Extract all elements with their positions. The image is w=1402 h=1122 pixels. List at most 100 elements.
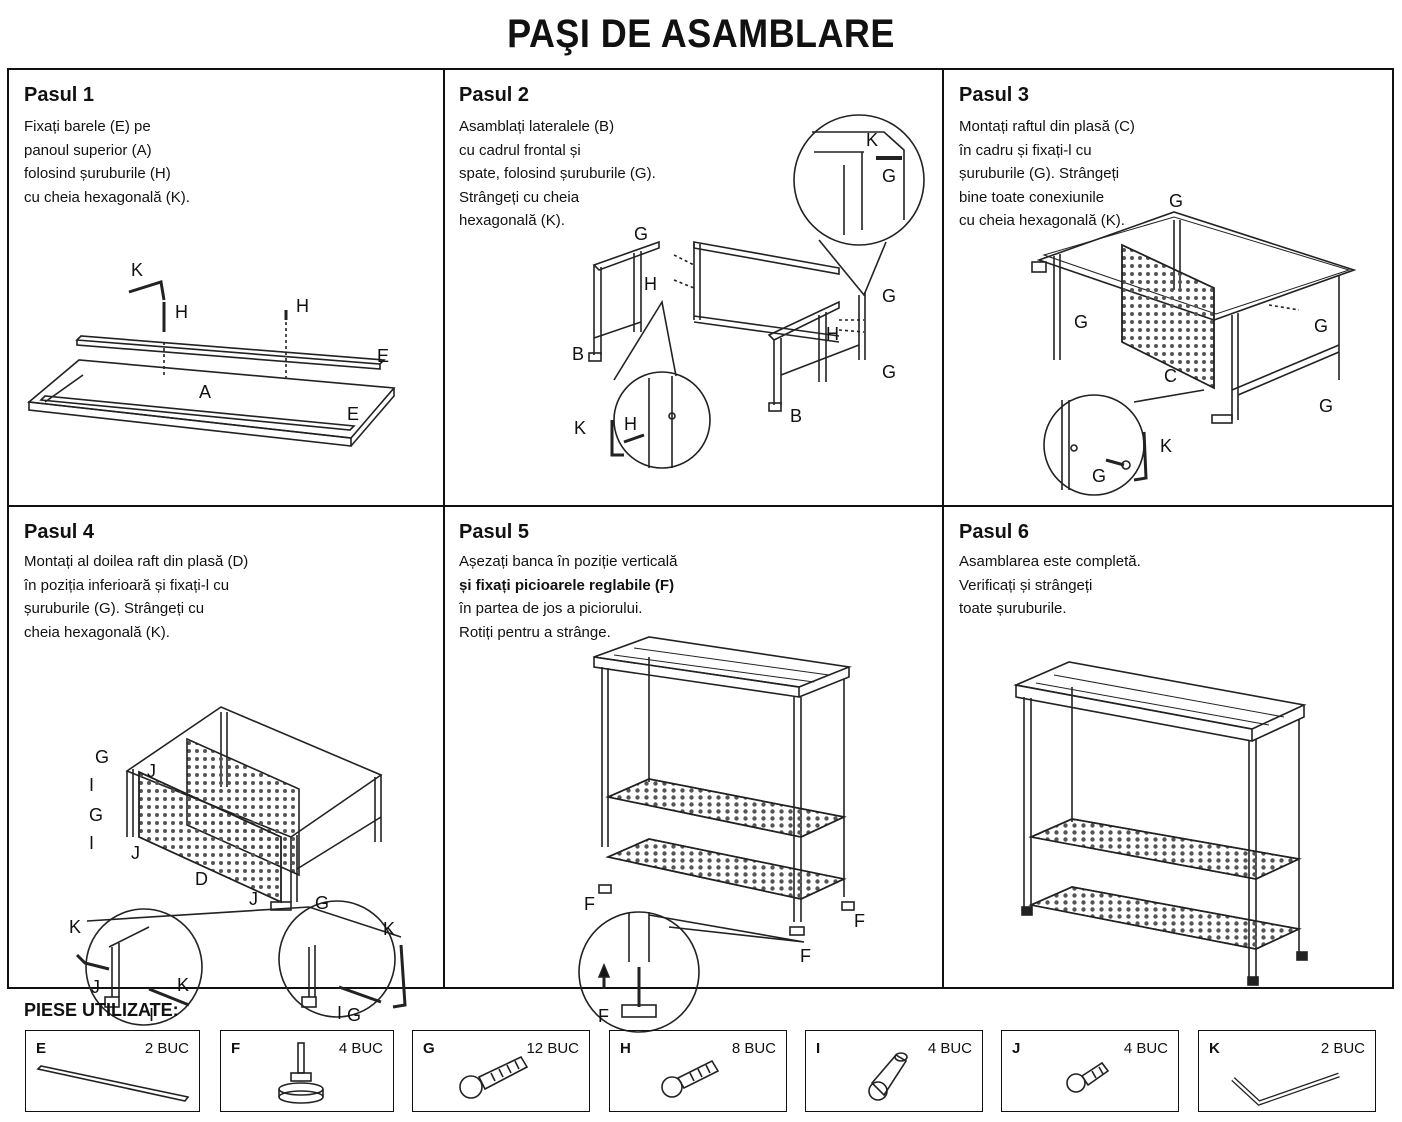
part-f: F 4 BUC: [220, 1030, 394, 1112]
hex-key-icon: [1231, 1072, 1340, 1106]
step-title: Pasul 2: [459, 84, 530, 106]
bar-icon: [36, 1065, 190, 1102]
label: E: [347, 404, 359, 424]
label: K: [1160, 436, 1172, 456]
label: G: [347, 1005, 361, 1025]
step-title: Pasul 5: [459, 521, 530, 543]
step-4: Pasul 4 Montați al doilea raft din plasă…: [9, 507, 444, 1026]
step-2-illustration: K G G H B G H G B K H: [572, 114, 925, 469]
part-g: G 12 BUC: [412, 1030, 590, 1112]
label: K: [69, 917, 81, 937]
label: C: [1164, 366, 1177, 386]
part-e: E 2 BUC: [25, 1030, 200, 1112]
step-2: Pasul 2 Asamblați lateralele (B) cu cadr…: [444, 70, 943, 506]
label: K: [177, 975, 189, 995]
step-text: Montați al doilea raft din plasă (D) în …: [24, 553, 249, 641]
label: F: [854, 911, 865, 931]
part-qty: 2 BUC: [144, 1040, 189, 1057]
label: B: [790, 406, 802, 426]
part-code: K: [1209, 1040, 1220, 1057]
part-h: H 8 BUC: [609, 1030, 787, 1112]
label: G: [1319, 396, 1333, 416]
divider: [443, 70, 445, 987]
divider: [9, 505, 1392, 507]
divider: [942, 70, 944, 987]
step-text: Așezați banca în poziție verticală și fi…: [459, 553, 678, 641]
part-qty: 4 BUC: [927, 1040, 972, 1057]
part-qty: 4 BUC: [1123, 1040, 1168, 1057]
label: J: [91, 977, 100, 997]
step-5: Pasul 5 Așezați banca în poziție vertica…: [444, 507, 943, 1033]
label: A: [199, 382, 211, 402]
label: H: [624, 414, 637, 434]
part-code: E: [36, 1040, 47, 1057]
short-screw-icon: [1066, 1061, 1110, 1093]
step-6-illustration: [1013, 661, 1308, 986]
label: H: [826, 324, 839, 344]
label: J: [249, 889, 258, 909]
label: G: [634, 224, 648, 244]
step-text: Asamblați lateralele (B) cu cadrul front…: [459, 118, 656, 229]
part-code: G: [423, 1040, 435, 1057]
label: G: [882, 362, 896, 382]
step-title: Pasul 6: [959, 521, 1030, 543]
label: G: [882, 286, 896, 306]
step-3: Pasul 3 Montați raftul din plasă (C) în …: [944, 70, 1394, 506]
label: K: [574, 418, 586, 438]
part-code: I: [816, 1040, 821, 1057]
label: H: [296, 296, 309, 316]
step-title: Pasul 4: [24, 521, 95, 543]
label: K: [866, 130, 878, 150]
part-code: J: [1012, 1040, 1021, 1057]
part-i: I 4 BUC: [805, 1030, 983, 1112]
label: G: [1314, 316, 1328, 336]
screw-icon: [661, 1059, 720, 1098]
part-code: H: [620, 1040, 631, 1057]
step-1-illustration: K H H E A E: [27, 260, 396, 447]
step-title: Pasul 1: [24, 84, 95, 106]
dowel-icon: [868, 1052, 908, 1101]
label: G: [1074, 312, 1088, 332]
part-qty: 4 BUC: [338, 1040, 383, 1057]
steps-grid: Pasul 1 Fixați barele (E) pe panoul supe…: [7, 68, 1394, 1033]
step-3-illustration: G G G C G K G: [1031, 191, 1357, 496]
step-1: Pasul 1 Fixați barele (E) pe panoul supe…: [9, 70, 444, 506]
label: J: [147, 761, 156, 781]
label: K: [383, 919, 395, 939]
label: F: [598, 1006, 609, 1026]
label: K: [131, 260, 143, 280]
label: I: [89, 833, 94, 853]
parts-title: PIESE UTILIZATE:: [24, 1000, 179, 1020]
label: H: [644, 274, 657, 294]
part-qty: 12 BUC: [526, 1040, 579, 1057]
label: I: [337, 1003, 342, 1023]
label: F: [800, 946, 811, 966]
page-title: PAŞI DE ASAMBLARE: [507, 12, 895, 56]
step-text: Fixați barele (E) pe panoul superior (A)…: [24, 118, 190, 206]
label: D: [195, 869, 208, 889]
part-k: K 2 BUC: [1198, 1030, 1376, 1112]
step-title: Pasul 3: [959, 84, 1030, 106]
label: G: [315, 893, 329, 913]
label: G: [882, 166, 896, 186]
step-text: Asamblarea este completă. Verificați și …: [959, 553, 1141, 617]
label: G: [1092, 466, 1106, 486]
label: G: [1169, 191, 1183, 211]
part-qty: 2 BUC: [1320, 1040, 1365, 1057]
label: G: [95, 747, 109, 767]
label: H: [175, 302, 188, 322]
step-4-illustration: G I J G I J D J G K J K I K I G: [69, 706, 407, 1026]
step-text: Montați raftul din plasă (C) în cadru și…: [959, 118, 1135, 229]
label: B: [572, 344, 584, 364]
step-6: Pasul 6 Asamblarea este completă. Verifi…: [944, 507, 1394, 989]
label: G: [89, 805, 103, 825]
screw-icon: [459, 1055, 529, 1099]
adjustable-foot-icon: [278, 1042, 324, 1104]
label: I: [89, 775, 94, 795]
step-5-illustration: F F F F: [578, 636, 865, 1033]
part-code: F: [231, 1040, 241, 1057]
part-j: J 4 BUC: [1001, 1030, 1179, 1112]
label: J: [131, 843, 140, 863]
label: I: [149, 1005, 154, 1025]
label: F: [584, 894, 595, 914]
